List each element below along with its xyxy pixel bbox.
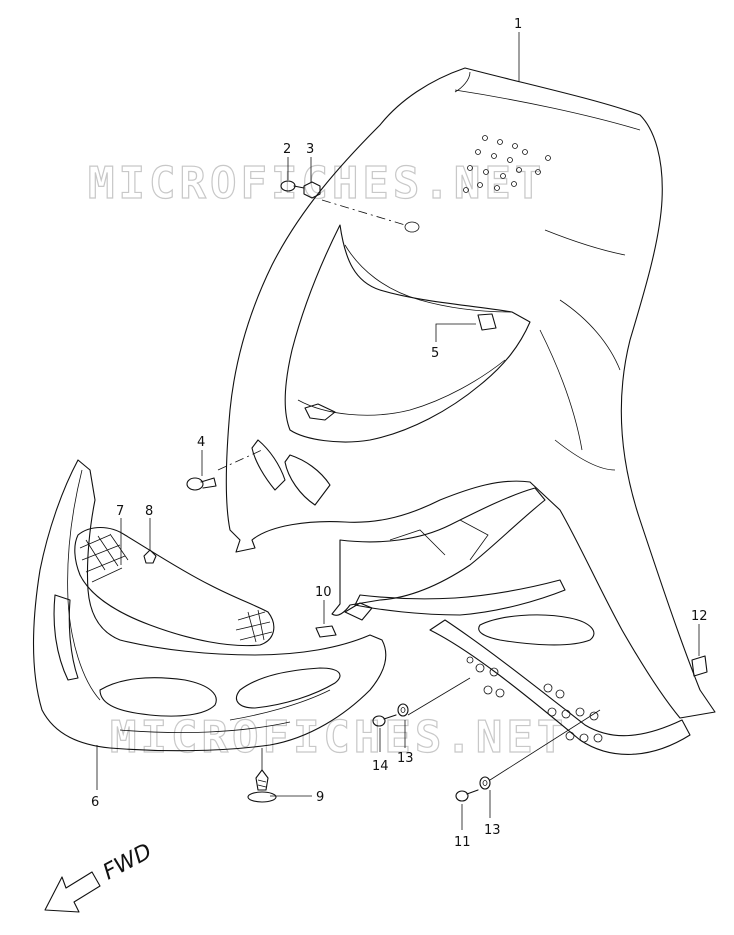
callout-5: 5 (431, 346, 439, 361)
screw-part-4 (186, 477, 217, 491)
callout-labels: 1 2 3 4 5 6 7 8 9 10 11 12 13 13 14 (91, 17, 708, 850)
callout-1: 1 (514, 17, 522, 32)
headlight-lens-part-7 (74, 526, 275, 647)
callout-14: 14 (372, 759, 389, 774)
fwd-label: FWD (99, 839, 156, 885)
callout-11: 11 (454, 835, 471, 850)
callout-3: 3 (306, 142, 314, 157)
washer-part-13-upper (397, 703, 409, 717)
washer-part-13-lower (479, 776, 491, 790)
grommet-part-8 (143, 549, 157, 564)
screw-part-9 (247, 769, 277, 803)
leader-lines (96, 32, 700, 830)
clip-part-5 (477, 313, 497, 331)
callout-7: 7 (116, 504, 124, 519)
nut-part-3 (303, 181, 321, 199)
watermark-top: MICROFICHES.NET (88, 158, 545, 209)
watermark-bottom: MICROFICHES.NET (110, 712, 567, 763)
screw-part-11 (455, 789, 479, 802)
callout-9: 9 (316, 790, 324, 805)
front-cowl-part-1 (225, 67, 716, 755)
screw-part-14 (372, 714, 397, 727)
clip-part-12 (691, 655, 708, 677)
callout-6: 6 (91, 795, 99, 810)
arrow-icon (44, 871, 101, 913)
callout-8: 8 (145, 504, 153, 519)
inner-bracket (331, 487, 566, 621)
callout-13-upper: 13 (397, 751, 414, 766)
callout-4: 4 (197, 435, 205, 450)
screw-part-2 (280, 180, 305, 192)
callout-10: 10 (315, 585, 332, 600)
clip-part-10 (315, 625, 337, 638)
lower-front-panel-part-6 (32, 459, 387, 752)
callout-12: 12 (691, 609, 708, 624)
forward-direction-indicator: FWD (44, 839, 156, 913)
callout-2: 2 (283, 142, 291, 157)
callout-13-lower: 13 (484, 823, 501, 838)
